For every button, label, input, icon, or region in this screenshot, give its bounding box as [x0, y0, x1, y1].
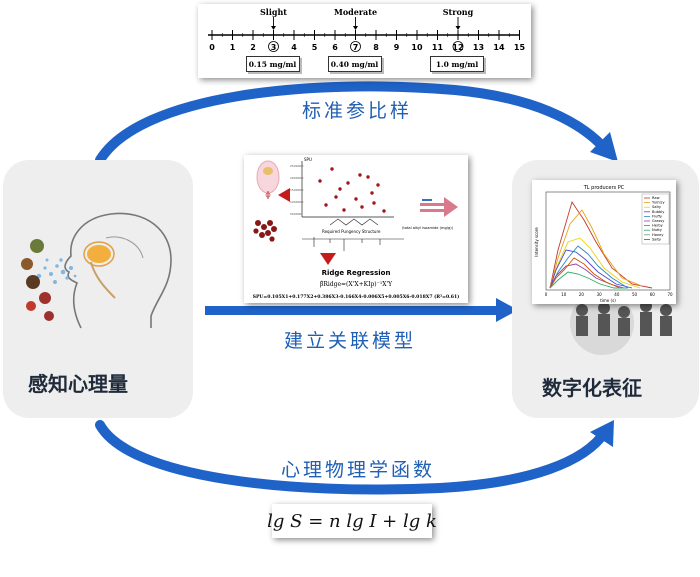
- regression-equation: SPU=0.105X1+0.177X2+0.386X3-0.166X4-0.00…: [253, 293, 460, 300]
- chart-curve: [549, 245, 629, 289]
- bottom-arc-arrow: [95, 420, 610, 495]
- chart-curve: [549, 237, 641, 289]
- scale-tick-label: 6: [332, 43, 338, 52]
- chart-legend-entry: Nutty: [652, 228, 663, 232]
- scale-marker-arrowhead: [271, 26, 276, 30]
- regression-side-label: (total alkyl isoamide (mg/g)): [402, 226, 454, 230]
- scale-tick-label: 7: [353, 43, 359, 52]
- svg-text:1000000: 1000000: [290, 200, 303, 204]
- scale-marker-arrowhead: [353, 26, 358, 30]
- bottom-flow-label: 心理物理学函数: [281, 459, 436, 481]
- scale-marker-label: Strong: [442, 7, 474, 17]
- svg-text:2500000: 2500000: [290, 164, 303, 168]
- scale-tick-label: 14: [493, 43, 505, 52]
- chart-title: TL producers PC: [583, 185, 625, 191]
- scale-tick-label: 11: [432, 43, 444, 52]
- chart-x-tick: 10: [561, 292, 567, 297]
- intensity-chart-panel: TL producers PC Intensity score time (s)…: [532, 180, 676, 304]
- chart-legend-entry: Grassy: [652, 219, 665, 223]
- chart-x-tick: 0: [545, 292, 548, 297]
- regression-title: Ridge Regression: [322, 269, 391, 277]
- scale-tick-label: 0: [209, 43, 215, 52]
- top-flow-label: 标准参比样: [302, 100, 413, 122]
- middle-arrowhead: [496, 298, 518, 322]
- top-arc-arrow: [95, 81, 611, 165]
- scale-tick-label: 12: [452, 43, 463, 52]
- scale-concentration-box: 0.40 mg/ml: [327, 56, 382, 72]
- scale-tick-label: 5: [312, 43, 318, 52]
- chart-curve: [549, 200, 653, 289]
- regression-formula: β̂Ridge=(X'X+KIp)⁻¹X'Y: [320, 281, 393, 288]
- chart-legend-entry: Fluffy: [652, 214, 663, 218]
- svg-text:1500000: 1500000: [290, 188, 303, 192]
- spice-samples-icon: [21, 239, 54, 321]
- pepper-icon: [256, 160, 280, 199]
- regression-ylabel: SPU: [304, 157, 312, 162]
- right-pink-arrow: [420, 197, 458, 217]
- scatter-points: [318, 167, 386, 213]
- chart-curve: [549, 209, 643, 289]
- chart-ylabel: Intensity score: [534, 227, 539, 257]
- perception-card: 感知心理量: [3, 160, 193, 418]
- psychophysics-formula: lg S = n lg I + lg k: [267, 510, 437, 532]
- chart-legend-entry: Bubbly: [652, 210, 665, 214]
- scale-tick-label: 2: [250, 43, 256, 52]
- head-smelling-illustration: [21, 212, 172, 329]
- chart-x-tick: 50: [632, 292, 638, 297]
- left-red-pointer: [278, 188, 290, 202]
- chart-legend-entry: Herby: [652, 224, 664, 228]
- chart-legend-entry: Honey: [652, 233, 664, 237]
- peppercorns-icon: [253, 220, 277, 242]
- chart-x-tick: 40: [614, 292, 620, 297]
- audience-illustration: [570, 291, 672, 355]
- chart-legend-entry: Raw: [652, 196, 660, 200]
- scale-marker-circle: [268, 41, 279, 52]
- bottom-arc-arrowhead: [590, 420, 614, 447]
- chart-legend-entry: Salty: [652, 237, 662, 241]
- scale-concentration-box: 1.0 mg/ml: [430, 56, 484, 72]
- scale-concentration-box: 0.15 mg/ml: [245, 56, 300, 72]
- scale-tick-label: 10: [411, 43, 423, 52]
- svg-text:2000000: 2000000: [290, 176, 303, 180]
- psychophysics-formula-box: lg S = n lg I + lg k: [267, 504, 437, 538]
- scale-tick-label: 9: [394, 43, 400, 52]
- perception-label: 感知心理量: [28, 372, 128, 396]
- scale-marker-circle: [452, 41, 464, 52]
- chart-curve: [549, 271, 628, 289]
- chart-x-tick: 20: [579, 292, 585, 297]
- scale-tick-label: 4: [291, 43, 297, 52]
- top-arc-arrowhead: [590, 132, 618, 162]
- scale-tick-label: 13: [473, 43, 484, 52]
- digital-label: 数字化表征: [542, 376, 642, 400]
- intensity-chart: TL producers PC Intensity score time (s)…: [534, 185, 673, 303]
- middle-arrow-shaft: [205, 306, 500, 315]
- scale-tick-label: 8: [373, 43, 379, 52]
- chart-x-tick: 60: [650, 292, 656, 297]
- chart-x-tick: 70: [667, 292, 673, 297]
- chart-curve: [549, 257, 621, 289]
- scale-marker-circle: [350, 41, 361, 52]
- chart-legend-entry: Yumizy: [652, 201, 665, 205]
- chart-xlabel: time (s): [600, 298, 616, 303]
- scale-marker-label: Slight: [260, 7, 287, 17]
- chart-x-tick: 30: [597, 292, 603, 297]
- scale-tick-label: 1: [230, 43, 236, 52]
- regression-xlabel: Required Pungency Structure: [322, 229, 381, 234]
- down-red-pointer: [320, 253, 336, 265]
- chart-curve: [549, 249, 633, 289]
- scale-tick-label: 3: [271, 43, 277, 52]
- scale-marker-label: Moderate: [333, 7, 378, 17]
- scale-tick-label: 15: [514, 43, 526, 52]
- svg-text:500000: 500000: [290, 212, 302, 216]
- middle-flow-label: 建立关联模型: [284, 330, 417, 352]
- scale-marker-arrowhead: [455, 26, 461, 30]
- chart-legend-entry: Salty: [652, 205, 662, 209]
